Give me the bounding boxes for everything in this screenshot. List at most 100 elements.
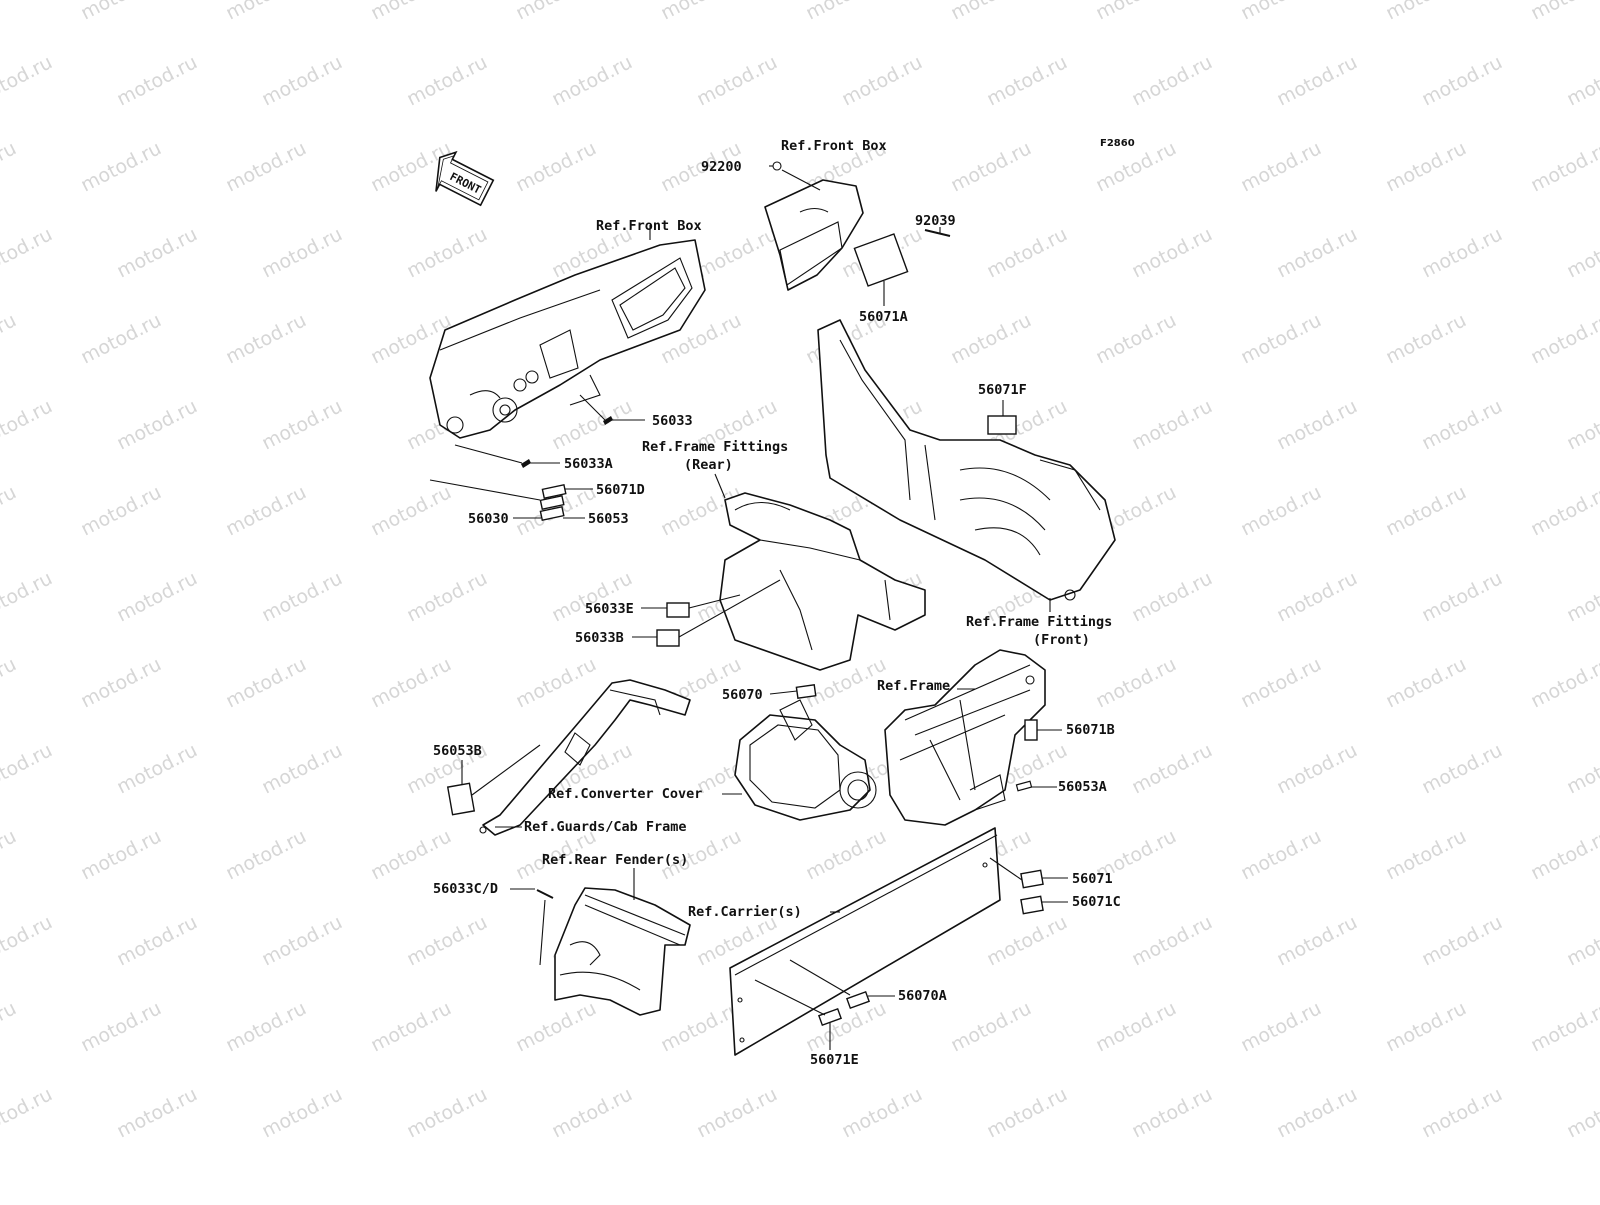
watermark-text: motod.ru (1563, 51, 1600, 110)
watermark-text: motod.ru (1273, 911, 1361, 970)
watermark-text: motod.ru (258, 567, 346, 626)
decal-56071E-icon (817, 1007, 843, 1027)
pin-92039-icon (924, 229, 951, 237)
decal-56071-icon (1020, 869, 1044, 889)
frame-fittings-front (817, 319, 1116, 612)
watermark-text: motod.ru (1092, 997, 1180, 1056)
watermark-text: motod.ru (983, 223, 1071, 282)
watermark-text: motod.ru (1563, 223, 1600, 282)
watermark-text: motod.ru (222, 481, 310, 540)
watermark-text: motod.ru (113, 51, 201, 110)
label-56053: 56053 (588, 511, 629, 527)
watermark-text: motod.ru (1382, 997, 1470, 1056)
watermark-text: motod.ru (1128, 567, 1216, 626)
label-56033: 56033 (652, 413, 693, 429)
clip-56033A-icon (521, 459, 531, 468)
watermark-text: motod.ru (1237, 997, 1325, 1056)
watermark-text: motod.ru (1273, 739, 1361, 798)
watermark-text: motod.ru (802, 825, 890, 884)
label-56033CD: 56033C/D (433, 881, 498, 897)
watermark-text: motod.ru (1418, 1083, 1506, 1142)
watermark-text: motod.ru (1273, 567, 1361, 626)
label-56071: 56071 (1072, 871, 1113, 887)
watermark-text: motod.ru (0, 825, 20, 884)
label-92039: 92039 (915, 213, 956, 229)
watermark-text: motod.ru (1527, 137, 1600, 196)
label-56033B: 56033B (575, 630, 624, 646)
label-ref-rear-fenders: Ref.Rear Fender(s) (542, 852, 688, 868)
grommet-92200-icon (772, 161, 782, 171)
watermark-text: motod.ru (0, 51, 56, 110)
decal-56033B-icon (656, 629, 680, 647)
watermark-text: motod.ru (113, 223, 201, 282)
watermark-text: motod.ru (1237, 825, 1325, 884)
label-56033A: 56033A (564, 456, 613, 472)
converter-cover (722, 684, 877, 821)
watermark-text: motod.ru (77, 309, 165, 368)
watermark-text: motod.ru (222, 825, 310, 884)
watermark-text: motod.ru (1128, 51, 1216, 110)
watermark-text: motod.ru (222, 309, 310, 368)
watermark-text: motod.ru (1527, 481, 1600, 540)
watermark-text: motod.ru (0, 1083, 56, 1142)
watermark-text: motod.ru (947, 137, 1035, 196)
label-ref-frame-fittings-rear-2: (Rear) (684, 457, 733, 473)
watermark-text: motod.ru (367, 653, 455, 712)
watermark-text: motod.ru (1563, 911, 1600, 970)
watermark-text: motod.ru (0, 653, 20, 712)
watermark-text: motod.ru (1092, 653, 1180, 712)
watermark-text: motod.ru (0, 309, 20, 368)
decal-56070-icon (795, 684, 817, 699)
watermark-text: motod.ru (1563, 739, 1600, 798)
watermark-text: motod.ru (222, 653, 310, 712)
watermark-text: motod.ru (222, 137, 310, 196)
watermark-text: motod.ru (222, 0, 310, 24)
label-56071A: 56071A (859, 309, 908, 325)
label-56071B: 56071B (1066, 722, 1115, 738)
label-56071F: 56071F (978, 382, 1027, 398)
label-ref-frame-fittings-front-2: (Front) (1033, 632, 1090, 648)
watermark-text: motod.ru (403, 223, 491, 282)
frame-fittings-rear (632, 473, 926, 671)
watermark-text: motod.ru (222, 997, 310, 1056)
watermark-text: motod.ru (0, 567, 56, 626)
watermark-text: motod.ru (1527, 653, 1600, 712)
front-arrow-icon: FRONT (435, 150, 495, 207)
watermark-text: motod.ru (548, 51, 636, 110)
watermark-text: motod.ru (947, 997, 1035, 1056)
watermark-text: motod.ru (1382, 825, 1470, 884)
watermark-text: motod.ru (1128, 911, 1216, 970)
label-ref-frame-fittings-front-1: Ref.Frame Fittings (966, 614, 1112, 630)
watermark-text: motod.ru (77, 825, 165, 884)
watermark-text: motod.ru (947, 309, 1035, 368)
watermark-text: motod.ru (1527, 309, 1600, 368)
watermark-text: motod.ru (403, 51, 491, 110)
watermark-text: motod.ru (0, 911, 56, 970)
watermark-text: motod.ru (77, 653, 165, 712)
watermark-text: motod.ru (657, 0, 745, 24)
watermark-text: motod.ru (0, 223, 56, 282)
watermark-text: motod.ru (0, 739, 56, 798)
watermark-text: motod.ru (0, 997, 20, 1056)
watermark-text: motod.ru (1382, 137, 1470, 196)
watermark-text: motod.ru (512, 997, 600, 1056)
watermark-text: motod.ru (1382, 309, 1470, 368)
watermark-text: motod.ru (0, 137, 20, 196)
watermark-text: motod.ru (258, 739, 346, 798)
label-ref-frame-fittings-rear-1: Ref.Frame Fittings (642, 439, 788, 455)
watermark-text: motod.ru (1092, 309, 1180, 368)
watermark-text: motod.ru (367, 997, 455, 1056)
decal-56053-icon (539, 505, 565, 522)
decal-56030-icon (539, 494, 565, 511)
label-ref-frame: Ref.Frame (877, 678, 950, 694)
watermark-text: motod.ru (367, 481, 455, 540)
watermark-text: motod.ru (1128, 395, 1216, 454)
decal-56071D-icon (541, 483, 567, 500)
watermark-text: motod.ru (693, 223, 781, 282)
watermark-text: motod.ru (1563, 567, 1600, 626)
decal-56071F-icon (987, 415, 1017, 435)
decal-56071C-icon (1020, 895, 1044, 915)
decal-56071B-icon (1024, 719, 1038, 741)
watermark-text: motod.ru (693, 51, 781, 110)
